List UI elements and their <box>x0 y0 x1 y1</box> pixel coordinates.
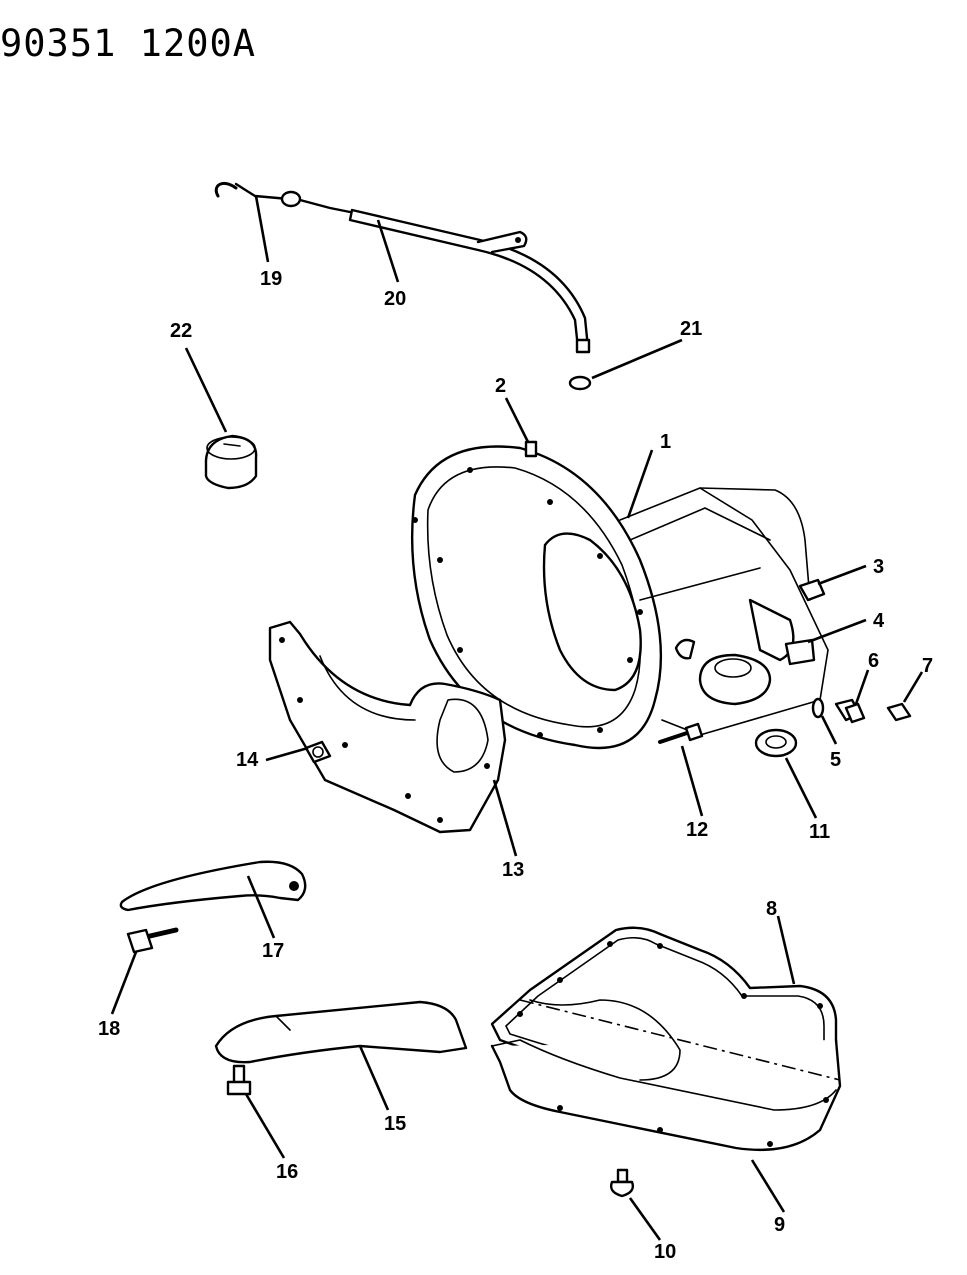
callout-2: 2 <box>495 375 506 397</box>
leader-7 <box>902 671 924 703</box>
leader-21 <box>591 338 683 380</box>
leader-6 <box>854 669 870 705</box>
leader-9 <box>750 1159 786 1213</box>
callout-21: 21 <box>680 318 702 340</box>
leader-4 <box>807 618 867 644</box>
callout-11: 11 <box>809 821 830 843</box>
leader-18 <box>110 951 138 1015</box>
part-19-dipstick <box>214 182 362 216</box>
leader-22 <box>184 347 228 433</box>
part-18-bolt <box>126 927 179 954</box>
leader-12 <box>680 745 704 817</box>
leader-1 <box>626 449 654 519</box>
part-5-o-ring <box>811 697 825 719</box>
part-11-seal <box>754 728 798 758</box>
leader-13 <box>492 779 518 857</box>
callout-7: 7 <box>922 655 933 677</box>
part-6-fitting <box>834 698 866 724</box>
diagram-code-right: 1200A <box>139 22 257 65</box>
callout-6: 6 <box>868 650 879 672</box>
leader-14 <box>265 746 309 762</box>
callout-16: 16 <box>276 1161 298 1183</box>
callout-12: 12 <box>686 819 708 841</box>
leader-10 <box>628 1197 662 1241</box>
callout-15: 15 <box>384 1113 406 1135</box>
leader-15 <box>358 1045 390 1111</box>
part-16-bolt <box>226 1064 252 1096</box>
callout-1: 1 <box>660 431 671 453</box>
leader-5 <box>820 715 838 745</box>
part-9-oil-pan <box>490 999 842 1152</box>
part-1-transmission-case <box>410 445 829 750</box>
part-12-bolt <box>658 722 704 744</box>
part-4-bracket <box>784 638 816 666</box>
callout-5: 5 <box>830 749 841 771</box>
callout-4: 4 <box>873 610 885 632</box>
callout-8: 8 <box>766 898 777 920</box>
leader-3 <box>817 564 867 586</box>
leader-16 <box>244 1093 286 1159</box>
part-22-plug <box>204 434 258 490</box>
callout-17: 17 <box>262 940 284 962</box>
part-17-brace <box>119 860 307 912</box>
callout-10: 10 <box>654 1241 676 1263</box>
callout-13: 13 <box>502 859 524 881</box>
leader-17 <box>246 875 276 939</box>
leader-8 <box>776 915 796 985</box>
diagram-code-left: 90351 <box>0 22 117 65</box>
callout-18: 18 <box>98 1018 120 1040</box>
part-21-seal <box>568 375 592 391</box>
callout-14: 14 <box>236 749 259 771</box>
part-13-dust-shield <box>268 620 507 834</box>
callout-22: 22 <box>170 320 192 342</box>
part-3-bolt <box>798 578 826 602</box>
leader-20 <box>376 219 400 283</box>
part-7-fitting <box>886 702 912 722</box>
part-10-drain-plug <box>609 1168 635 1198</box>
diagram-code: 90351 1200A <box>0 22 256 65</box>
callout-3: 3 <box>873 556 884 578</box>
leader-11 <box>784 757 818 819</box>
part-20-dipstick-tube <box>348 208 591 354</box>
part-2-stud <box>524 440 538 458</box>
leader-2 <box>504 397 530 443</box>
leader-19 <box>254 195 270 263</box>
part-15-cover-plate <box>214 1000 468 1064</box>
callout-9: 9 <box>774 1214 785 1236</box>
part-14-bolt <box>304 740 332 764</box>
callout-19: 19 <box>260 268 282 290</box>
callout-20: 20 <box>384 288 406 310</box>
